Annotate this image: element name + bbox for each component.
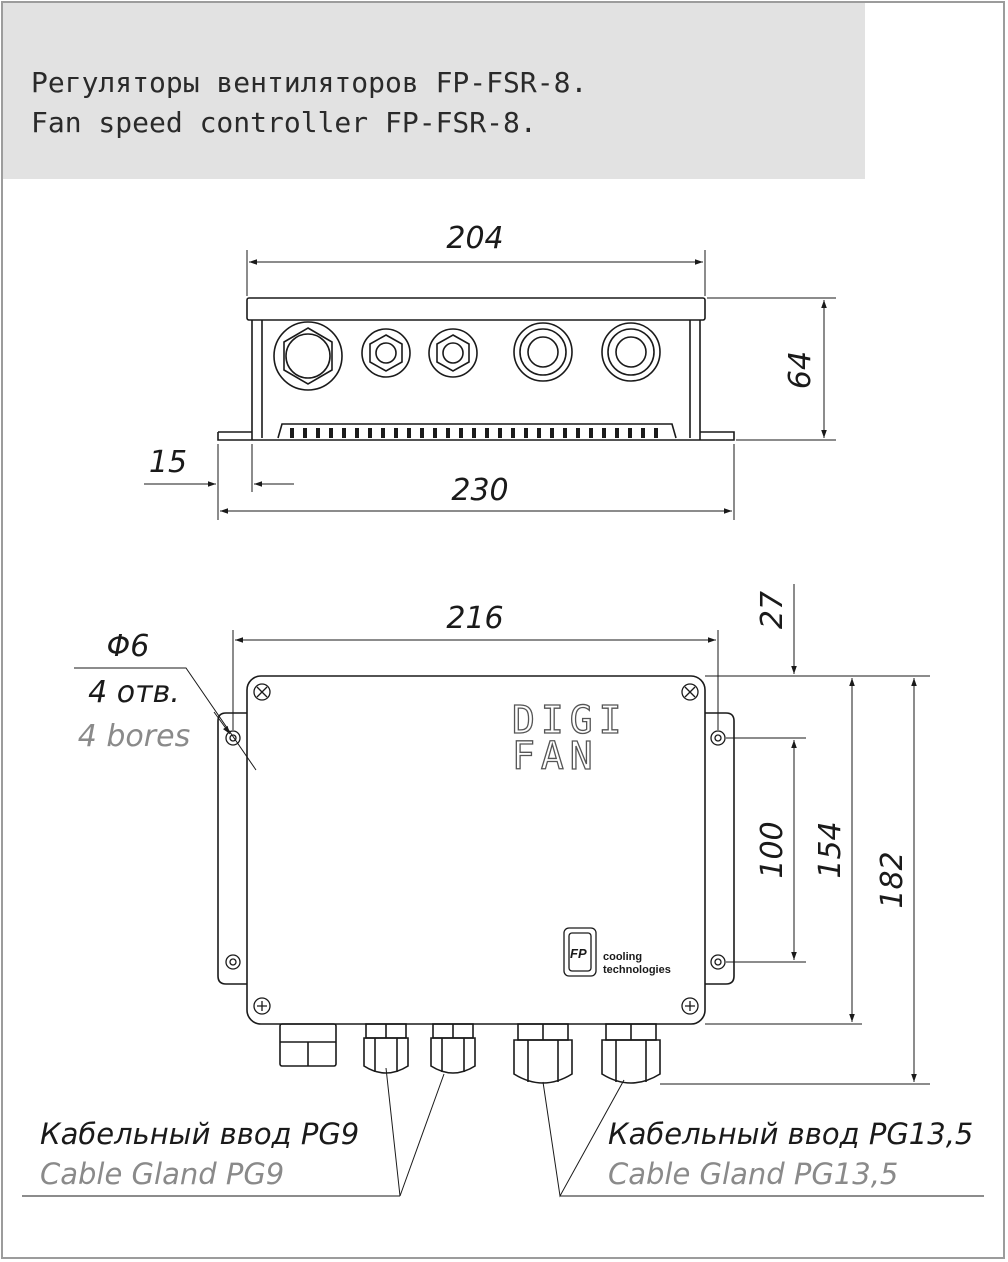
lid-screw-tl [253,683,271,701]
dim-label-182: 182 [875,851,910,908]
cooling-fin [654,428,658,438]
hole-leader-line [74,667,257,771]
brand-cooling: cooling [603,951,642,963]
lid-screw-br [681,997,699,1015]
hole-count-ru: 4 отв. [88,675,180,710]
cooling-fin [550,428,554,438]
side-gland-pg9-2 [428,328,478,378]
fp-brand-mark [563,927,597,977]
cooling-fin [511,428,515,438]
cooling-fin [329,428,333,438]
side-gland-pg9-1 [361,328,411,378]
lid-screws [253,683,699,1015]
dim-label-64: 64 [783,351,818,389]
brand-technologies: technologies [603,964,671,976]
gland-pg9-en: Cable Gland PG9 [40,1157,284,1191]
cooling-fin [316,428,320,438]
title-en: Fan speed controller FP-FSR-8. [31,106,537,139]
cooling-fin [459,428,463,438]
cooling-fin [485,428,489,438]
dim-label-216: 216 [446,601,503,636]
cooling-fin [602,428,606,438]
cooling-fin [290,428,294,438]
cooling-fin [641,428,645,438]
cooling-fin [589,428,593,438]
mount-hole-bl [225,954,241,970]
cooling-fin [524,428,528,438]
dim-label-27: 27 [755,591,790,629]
cooling-fin [355,428,359,438]
cooling-fin [576,428,580,438]
gland-pg13-en: Cable Gland PG13,5 [608,1157,898,1191]
brand-mark-text: FP [570,946,587,961]
cooling-fin [537,428,541,438]
side-body [251,320,701,440]
cooling-fin [498,428,502,438]
mount-flange-left [217,712,247,985]
cooling-fin [368,428,372,438]
dim-label-204: 204 [446,221,503,256]
cooling-fin [563,428,567,438]
top-gland-pg9-1 [363,1023,409,1074]
cooling-fin [446,428,450,438]
mount-holes [225,730,726,970]
logo-fan: FAN [512,734,599,778]
side-gland-pg16-hex [273,321,343,391]
cooling-fin [628,428,632,438]
mount-hole-tr [710,730,726,746]
title-ru: Регуляторы вентиляторов FP-FSR-8. [31,66,588,99]
top-lid [246,675,706,1025]
dim-label-100: 100 [755,821,790,878]
gland-pg9-ru: Кабельный ввод PG9 [40,1117,359,1151]
cooling-fin [407,428,411,438]
dim-label-15: 15 [149,445,187,480]
cooling-fin [381,428,385,438]
cooling-fin [303,428,307,438]
side-view [144,250,836,520]
gland-pg13-ru: Кабельный ввод PG13,5 [608,1117,973,1151]
lid-screw-tr [681,683,699,701]
cooling-fin [472,428,476,438]
fin-band [277,423,677,439]
top-gland-pg13-2 [601,1023,661,1084]
side-lid [246,297,706,321]
cooling-fin [433,428,437,438]
dim-label-230: 230 [451,473,508,508]
cooling-fin [615,428,619,438]
top-gland-pg9-2 [430,1023,476,1074]
top-gland-pg16 [279,1023,337,1067]
lid-screw-bl [253,997,271,1015]
hole-diameter-label: Φ6 [107,629,150,664]
mount-flange-right [705,712,735,985]
leader-pg9 [385,1067,445,1197]
mount-hole-br [710,954,726,970]
side-gland-pg13-1 [513,322,573,382]
side-gland-pg13-2 [601,322,661,382]
logo-digi: DIGI [512,698,628,742]
cooling-fin [420,428,424,438]
hole-count-en: 4 bores [78,719,190,754]
top-gland-pg13-1 [513,1023,573,1084]
cooling-fin [394,428,398,438]
page-title: Регуляторы вентиляторов FP-FSR-8. Fan sp… [31,63,587,143]
title-banner: Регуляторы вентиляторов FP-FSR-8. Fan sp… [3,3,865,179]
dim-label-154: 154 [813,821,848,878]
side-base-flange [217,431,735,441]
mount-hole-tl [225,730,241,746]
cooling-fin [342,428,346,438]
top-view [22,584,984,1198]
side-cooling-fins [290,428,658,438]
